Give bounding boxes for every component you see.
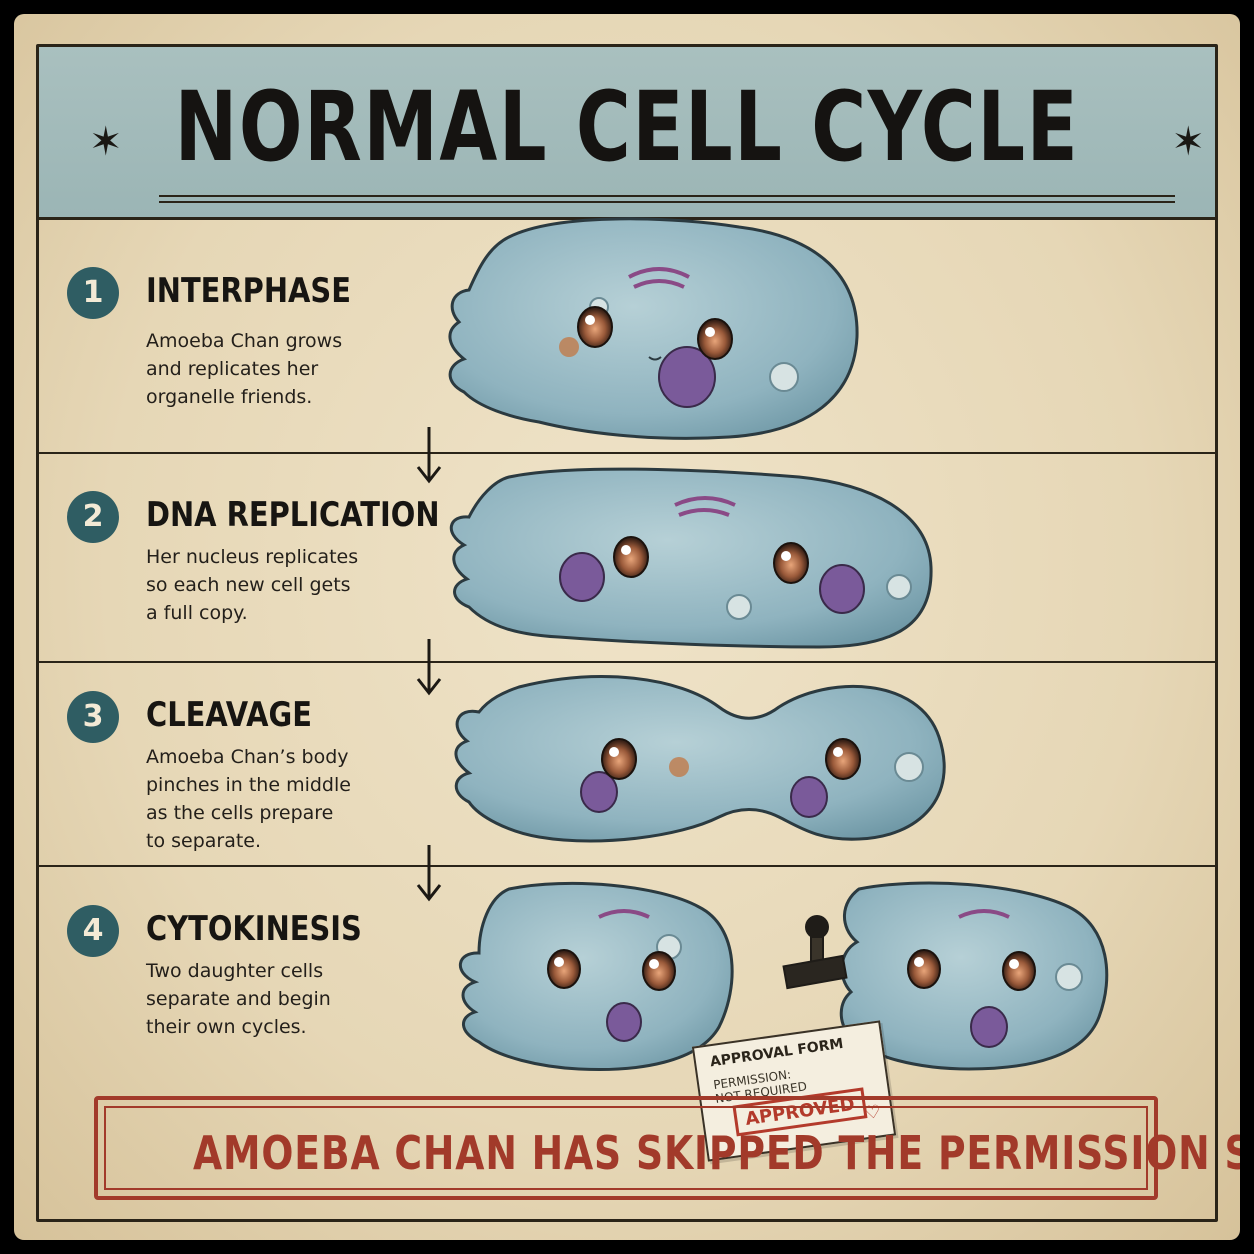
approval-form-title: APPROVAL FORM — [709, 1035, 845, 1071]
step-1-line-2: and replicates her — [146, 358, 319, 380]
daughter-cell-left — [458, 881, 734, 1071]
section-divider-3 — [39, 865, 1215, 867]
step-3-title: CLEAVAGE — [146, 695, 313, 735]
step-2-title: DNA REPLICATION — [146, 495, 440, 535]
interphase-cell — [448, 217, 859, 440]
down-arrow-icon — [416, 845, 442, 902]
dna-replication-cell — [450, 467, 933, 649]
step-1-description: Amoeba Chan grows and replicates her org… — [146, 327, 406, 411]
rubber-stamp-icon — [782, 915, 848, 990]
step-1-badge: 1 — [67, 267, 119, 319]
step-2-line-3: a full copy. — [146, 602, 248, 624]
page-title: NORMAL CELL CYCLE — [174, 71, 1080, 183]
down-arrow-icon — [416, 427, 442, 484]
footer-stamp-text: AMOEBA CHAN HAS SKIPPED THE PERMISSION S… — [193, 1126, 1240, 1180]
step-2-line-1: Her nucleus replicates — [146, 546, 359, 568]
banner-rule-top — [159, 195, 1175, 197]
footer-stamp-box: AMOEBA CHAN HAS SKIPPED THE PERMISSION S… — [94, 1096, 1240, 1200]
banner-rule-bottom — [159, 201, 1175, 203]
step-1-title: INTERPHASE — [146, 271, 351, 311]
step-4-description: Two daughter cells separate and begin th… — [146, 957, 406, 1041]
daughter-cell-right — [839, 881, 1109, 1071]
step-2-line-2: so each new cell gets — [146, 574, 351, 596]
step-4-line-3: their own cycles. — [146, 1016, 307, 1038]
step-3-line-1: Amoeba Chan’s body — [146, 746, 349, 768]
step-3-line-2: pinches in the middle — [146, 774, 351, 796]
step-1-line-1: Amoeba Chan grows — [146, 330, 343, 352]
section-divider-1 — [39, 452, 1215, 454]
step-4-title: CYTOKINESIS — [146, 909, 362, 949]
step-4-line-1: Two daughter cells — [146, 960, 324, 982]
title-banner: ✶ ✶ NORMAL CELL CYCLE — [39, 47, 1215, 220]
poster: ✶ ✶ NORMAL CELL CYCLE 1 INTERPHASE Amoeb… — [14, 14, 1240, 1240]
step-1-line-3: organelle friends. — [146, 386, 313, 408]
star-right-icon: ✶ — [1171, 119, 1205, 165]
step-3-description: Amoeba Chan’s body pinches in the middle… — [146, 743, 406, 855]
cleavage-cell — [454, 675, 946, 843]
step-2-badge: 2 — [67, 491, 119, 543]
section-divider-2 — [39, 661, 1215, 663]
down-arrow-icon — [416, 639, 442, 696]
step-2-description: Her nucleus replicates so each new cell … — [146, 543, 406, 627]
step-4-line-2: separate and begin — [146, 988, 331, 1010]
amoeba-illustration — [448, 217, 1109, 1071]
step-4-badge: 4 — [67, 905, 119, 957]
poster-frame: ✶ ✶ NORMAL CELL CYCLE 1 INTERPHASE Amoeb… — [36, 44, 1218, 1222]
step-3-badge: 3 — [67, 691, 119, 743]
star-left-icon: ✶ — [89, 119, 123, 165]
step-3-line-4: to separate. — [146, 830, 262, 852]
step-3-line-3: as the cells prepare — [146, 802, 334, 824]
